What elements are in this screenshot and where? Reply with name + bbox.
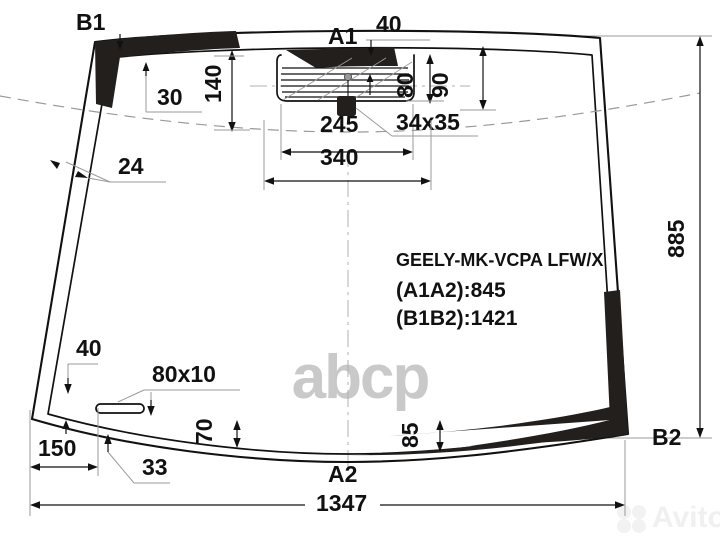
dim-overall-width: 1347 (30, 490, 625, 516)
dim-bottom-band-mid-text: 70 (191, 418, 217, 444)
dim-overall-height: 885 (663, 36, 704, 438)
dim-top-left-band-text: 30 (157, 84, 183, 110)
dim-bottom-band-mid: 70 (191, 418, 241, 448)
dim-bottom-left-band: 33 (104, 434, 170, 484)
label-b2: B2 (652, 424, 681, 450)
spec-line-b1b2: (B1B2):1421 (396, 307, 518, 330)
dim-mirror-height-inner: 80 (392, 54, 444, 104)
dim-slot-size: 80x10 (117, 361, 240, 416)
dim-mirror-height-outer: 90 (427, 46, 496, 111)
mirror-mount-pad (337, 96, 356, 116)
dim-bottom-left-radius: 40 (64, 335, 102, 394)
dim-mirror-width-inner-text: 245 (320, 111, 359, 137)
dim-bracket-size-text: 34x35 (396, 109, 460, 135)
label-a2: A2 (328, 461, 357, 487)
dim-left-edge-width-text: 24 (118, 153, 144, 179)
glass-outer-contour (30, 29, 630, 464)
avito-watermark-text: Avito (652, 501, 720, 534)
dim-top-left-height: 140 (200, 50, 250, 132)
mirror-zone-outline (276, 54, 415, 102)
dim-bracket-size: 34x35 (355, 107, 478, 137)
bottom-slot-80x10 (95, 403, 145, 414)
part-code-text: GEELY-MK-VCPA LFW/X (396, 250, 603, 270)
dim-mirror-width-outer-text: 340 (320, 144, 358, 170)
dim-overall-height-text: 885 (663, 219, 689, 258)
mirror-center-point (343, 72, 353, 82)
dim-bottom-band-right-text: 85 (397, 422, 423, 448)
dim-mirror-width-outer: 340 (263, 120, 432, 190)
label-a1: A1 (328, 23, 358, 49)
avito-watermark: Avito (617, 501, 720, 534)
corner-fill-b1 (95, 31, 240, 108)
label-b1: B1 (76, 9, 106, 35)
dim-left-edge-width: 24 (50, 153, 166, 183)
watermark-layer: abcp Avito (292, 343, 720, 534)
spec-line-a1a2: (A1A2):845 (396, 279, 506, 302)
dim-top-left-height-text: 140 (200, 65, 226, 103)
mirror-diagonals (282, 57, 413, 101)
mirror-inner-arrowhead (366, 74, 374, 82)
dim-top-left-band: 30 (116, 34, 202, 113)
dim-bottom-left-radius-text: 40 (76, 335, 102, 361)
dim-bottom-left-offset: 150 (30, 408, 99, 476)
abcp-watermark: abcp (292, 343, 429, 412)
part-spec-block: GEELY-MK-VCPA LFW/X (A1A2):845 (B1B2):14… (396, 250, 603, 330)
dim-mirror-width-inner: 245 (280, 104, 414, 160)
dim-overall-width-text: 1347 (316, 490, 367, 516)
dim-bottom-left-offset-text: 150 (38, 435, 76, 461)
dim-slot-size-text: 80x10 (152, 361, 216, 387)
dim-bottom-band-right: 85 (397, 420, 444, 452)
dim-top-edge-offset: 40 (366, 11, 430, 56)
corner-fill-b2-sweep (348, 404, 628, 456)
dashed-reference-curve (0, 92, 701, 133)
dim-mirror-height-outer-text: 90 (427, 72, 453, 98)
dim-bottom-left-band-text: 33 (142, 454, 168, 480)
mirror-hatch-lines (281, 67, 409, 98)
dim-top-edge-offset-text: 40 (376, 11, 402, 37)
dim-mirror-height-inner-text: 80 (392, 72, 418, 98)
black-corner-fills (95, 31, 628, 456)
